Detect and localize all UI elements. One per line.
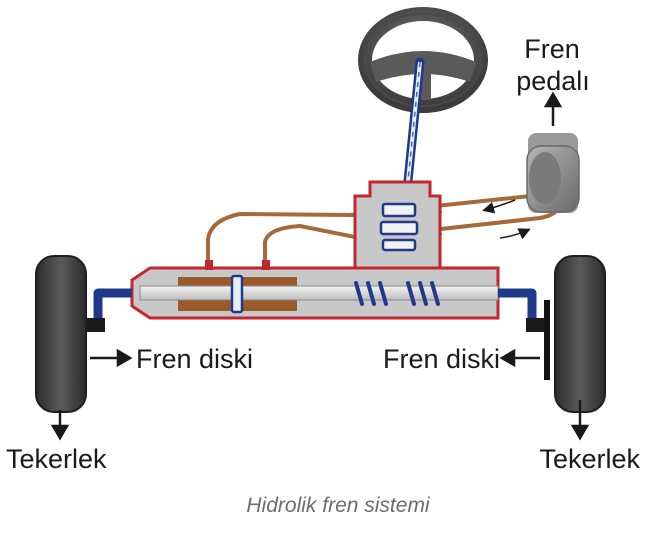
flow-arrows [482, 199, 531, 240]
rack-cylinder [130, 260, 500, 320]
label-arrows [50, 91, 590, 441]
wheel-left-label: Tekerlek [6, 444, 107, 474]
brake-disc-right [526, 300, 550, 380]
valve-housing [353, 180, 442, 290]
brake-disc-left-label: Fren diski [136, 344, 253, 374]
brake-pedal-label-line1: Fren [524, 34, 580, 64]
wheel-right [554, 255, 606, 413]
brake-disc-right-label: Fren diski [383, 344, 500, 374]
wheel-right-label: Tekerlek [539, 444, 640, 474]
brake-pedal-label-line2: pedalı [516, 66, 590, 96]
figure-caption: Hidrolik fren sistemi [246, 494, 431, 517]
brake-pedal-unit [526, 133, 580, 213]
wheel-left [35, 255, 87, 413]
axle-links [93, 288, 537, 326]
